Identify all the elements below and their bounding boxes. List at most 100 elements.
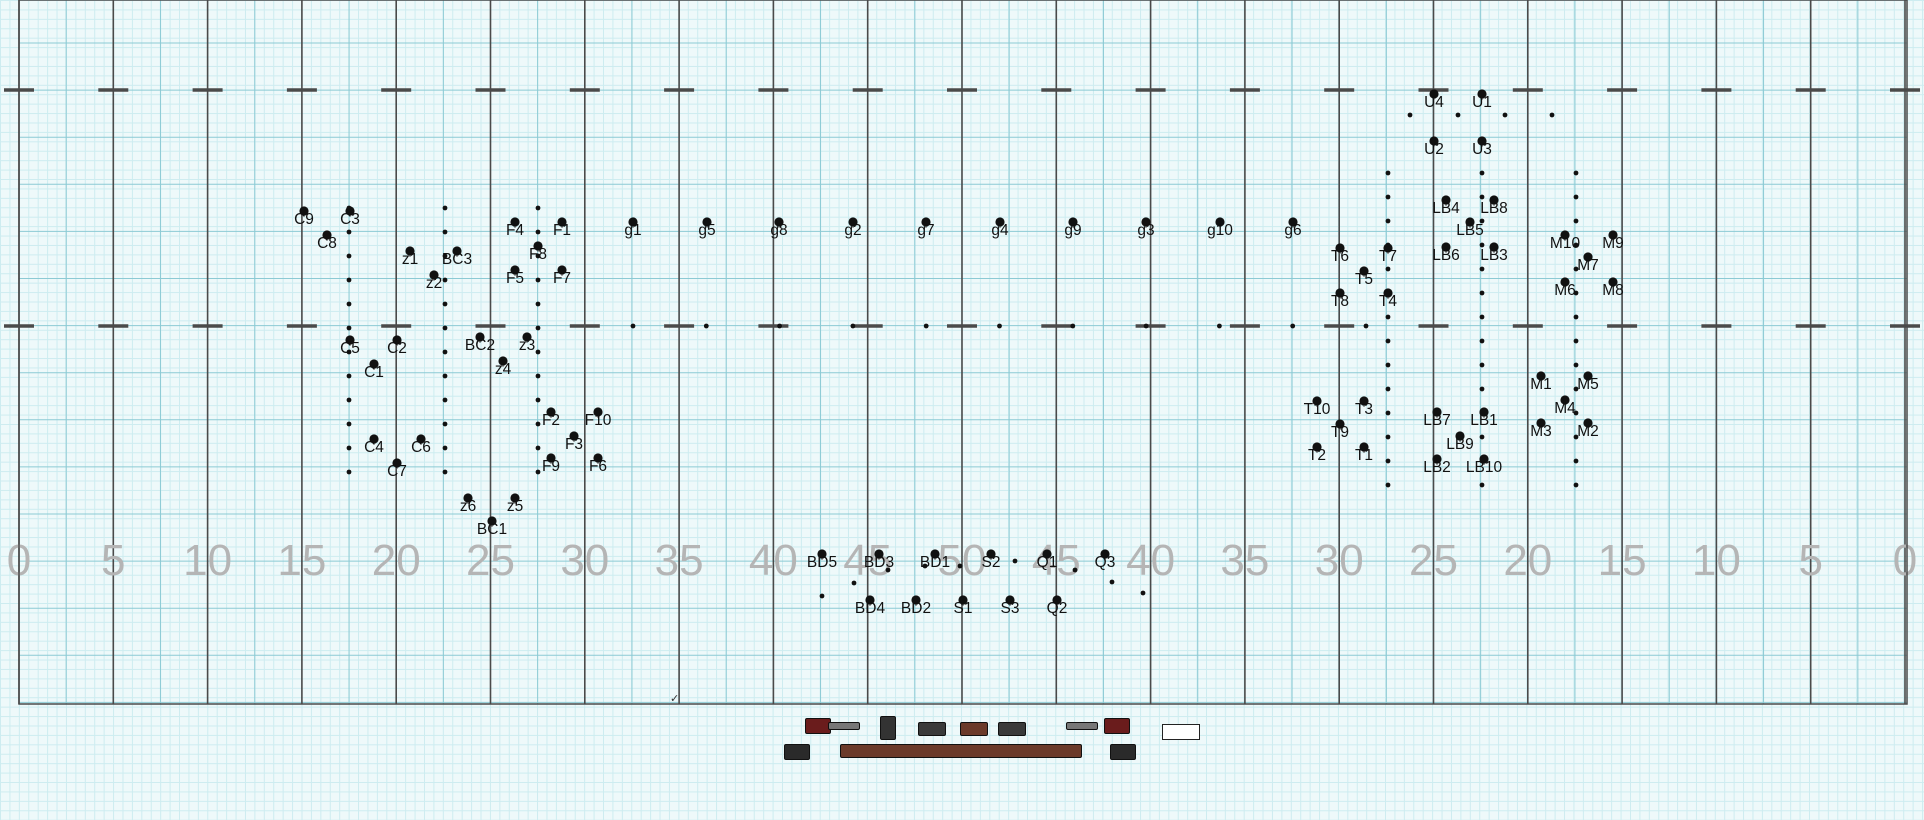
performer-bc2[interactable]: BC2 bbox=[465, 332, 495, 354]
performer-c4[interactable]: C4 bbox=[364, 434, 384, 456]
performer-dot[interactable] bbox=[510, 217, 520, 227]
performer-q3[interactable]: Q3 bbox=[1095, 549, 1116, 571]
performer-dot[interactable] bbox=[911, 595, 921, 605]
performer-bc3[interactable]: BC3 bbox=[442, 246, 472, 268]
performer-dot[interactable] bbox=[1583, 418, 1593, 428]
performer-dot[interactable] bbox=[1359, 442, 1369, 452]
performer-dot[interactable] bbox=[405, 246, 415, 256]
performer-dot[interactable] bbox=[1215, 217, 1225, 227]
performer-dot[interactable] bbox=[1465, 217, 1475, 227]
performer-dot[interactable] bbox=[865, 595, 875, 605]
performer-dot[interactable] bbox=[1335, 288, 1345, 298]
rectangle-tool-icon[interactable] bbox=[1162, 724, 1200, 740]
performer-g5[interactable]: g5 bbox=[698, 217, 716, 239]
performer-t4[interactable]: T4 bbox=[1379, 288, 1397, 310]
ramp-icon[interactable] bbox=[784, 744, 810, 760]
performer-dot[interactable] bbox=[628, 217, 638, 227]
performer-lb3[interactable]: LB3 bbox=[1480, 242, 1508, 264]
performer-f6[interactable]: F6 bbox=[589, 453, 607, 475]
performer-dot[interactable] bbox=[1005, 595, 1015, 605]
performer-lb2[interactable]: LB2 bbox=[1423, 454, 1451, 476]
crate-icon[interactable] bbox=[960, 722, 988, 736]
performer-dot[interactable] bbox=[1359, 266, 1369, 276]
performer-dot[interactable] bbox=[463, 493, 473, 503]
performer-dot[interactable] bbox=[345, 206, 355, 216]
performer-dot[interactable] bbox=[487, 516, 497, 526]
tower-icon[interactable] bbox=[880, 716, 896, 740]
performer-c7[interactable]: C7 bbox=[387, 458, 407, 480]
performer-dot[interactable] bbox=[593, 407, 603, 417]
performer-t3[interactable]: T3 bbox=[1355, 396, 1373, 418]
performer-f7[interactable]: F7 bbox=[553, 265, 571, 287]
performer-dot[interactable] bbox=[1441, 242, 1451, 252]
performer-f9[interactable]: F9 bbox=[542, 453, 560, 475]
performer-dot[interactable] bbox=[1536, 371, 1546, 381]
performer-g2[interactable]: g2 bbox=[844, 217, 862, 239]
performer-dot[interactable] bbox=[452, 246, 462, 256]
performer-dot[interactable] bbox=[322, 230, 332, 240]
performer-dot[interactable] bbox=[1441, 195, 1451, 205]
performer-dot[interactable] bbox=[299, 206, 309, 216]
performer-dot[interactable] bbox=[874, 549, 884, 559]
performer-c1[interactable]: C1 bbox=[364, 359, 384, 381]
performer-dot[interactable] bbox=[1608, 230, 1618, 240]
performer-f3[interactable]: F3 bbox=[565, 431, 583, 453]
podium-icon[interactable] bbox=[1104, 718, 1130, 734]
performer-dot[interactable] bbox=[774, 217, 784, 227]
performer-dot[interactable] bbox=[702, 217, 712, 227]
performer-lb5[interactable]: LB5 bbox=[1456, 217, 1484, 239]
performer-m4[interactable]: M4 bbox=[1554, 395, 1576, 417]
performer-t5[interactable]: T5 bbox=[1355, 266, 1373, 288]
performer-z4[interactable]: z4 bbox=[495, 356, 512, 378]
stage-icon[interactable] bbox=[840, 744, 1082, 758]
performer-dot[interactable] bbox=[392, 458, 402, 468]
performer-dot[interactable] bbox=[510, 265, 520, 275]
performer-dot[interactable] bbox=[1335, 243, 1345, 253]
performer-g10[interactable]: g10 bbox=[1207, 217, 1233, 239]
performer-dot[interactable] bbox=[1312, 396, 1322, 406]
performer-dot[interactable] bbox=[1100, 549, 1110, 559]
performer-dot[interactable] bbox=[498, 356, 508, 366]
performer-dot[interactable] bbox=[522, 332, 532, 342]
performer-dot[interactable] bbox=[921, 217, 931, 227]
performer-dot[interactable] bbox=[1479, 407, 1489, 417]
performer-g4[interactable]: g4 bbox=[991, 217, 1009, 239]
performer-dot[interactable] bbox=[1312, 442, 1322, 452]
performer-dot[interactable] bbox=[546, 407, 556, 417]
performer-dot[interactable] bbox=[416, 434, 426, 444]
bench-icon[interactable] bbox=[918, 722, 946, 736]
performer-m8[interactable]: M8 bbox=[1602, 277, 1624, 299]
performer-dot[interactable] bbox=[1288, 217, 1298, 227]
performer-c2[interactable]: C2 bbox=[387, 335, 407, 357]
performer-dot[interactable] bbox=[986, 549, 996, 559]
performer-lb9[interactable]: LB9 bbox=[1446, 431, 1474, 453]
performer-g3[interactable]: g3 bbox=[1137, 217, 1155, 239]
performer-f4[interactable]: F4 bbox=[506, 217, 524, 239]
performer-m3[interactable]: M3 bbox=[1530, 418, 1552, 440]
performer-bc1[interactable]: BC1 bbox=[477, 516, 507, 538]
performer-lb10[interactable]: LB10 bbox=[1466, 454, 1503, 476]
performer-c9[interactable]: C9 bbox=[294, 206, 314, 228]
performer-dot[interactable] bbox=[510, 493, 520, 503]
performer-dot[interactable] bbox=[1608, 277, 1618, 287]
performer-t2[interactable]: T2 bbox=[1308, 442, 1326, 464]
performer-lb1[interactable]: LB1 bbox=[1470, 407, 1498, 429]
performer-t10[interactable]: T10 bbox=[1304, 396, 1331, 418]
performer-z1[interactable]: z1 bbox=[402, 246, 418, 268]
performer-dot[interactable] bbox=[1383, 288, 1393, 298]
performer-dot[interactable] bbox=[1560, 277, 1570, 287]
rail-icon[interactable] bbox=[1066, 722, 1098, 730]
performer-u4[interactable]: U4 bbox=[1424, 89, 1444, 111]
performer-bd2[interactable]: BD2 bbox=[901, 595, 931, 617]
performer-dot[interactable] bbox=[429, 270, 439, 280]
performer-dot[interactable] bbox=[1583, 252, 1593, 262]
performer-dot[interactable] bbox=[1536, 418, 1546, 428]
performer-dot[interactable] bbox=[557, 265, 567, 275]
performer-s2[interactable]: S2 bbox=[982, 549, 1001, 571]
performer-dot[interactable] bbox=[1068, 217, 1078, 227]
performer-dot[interactable] bbox=[1432, 454, 1442, 464]
ramp-icon[interactable] bbox=[1110, 744, 1136, 760]
performer-bd1[interactable]: BD1 bbox=[920, 549, 950, 571]
performer-s3[interactable]: S3 bbox=[1001, 595, 1020, 617]
